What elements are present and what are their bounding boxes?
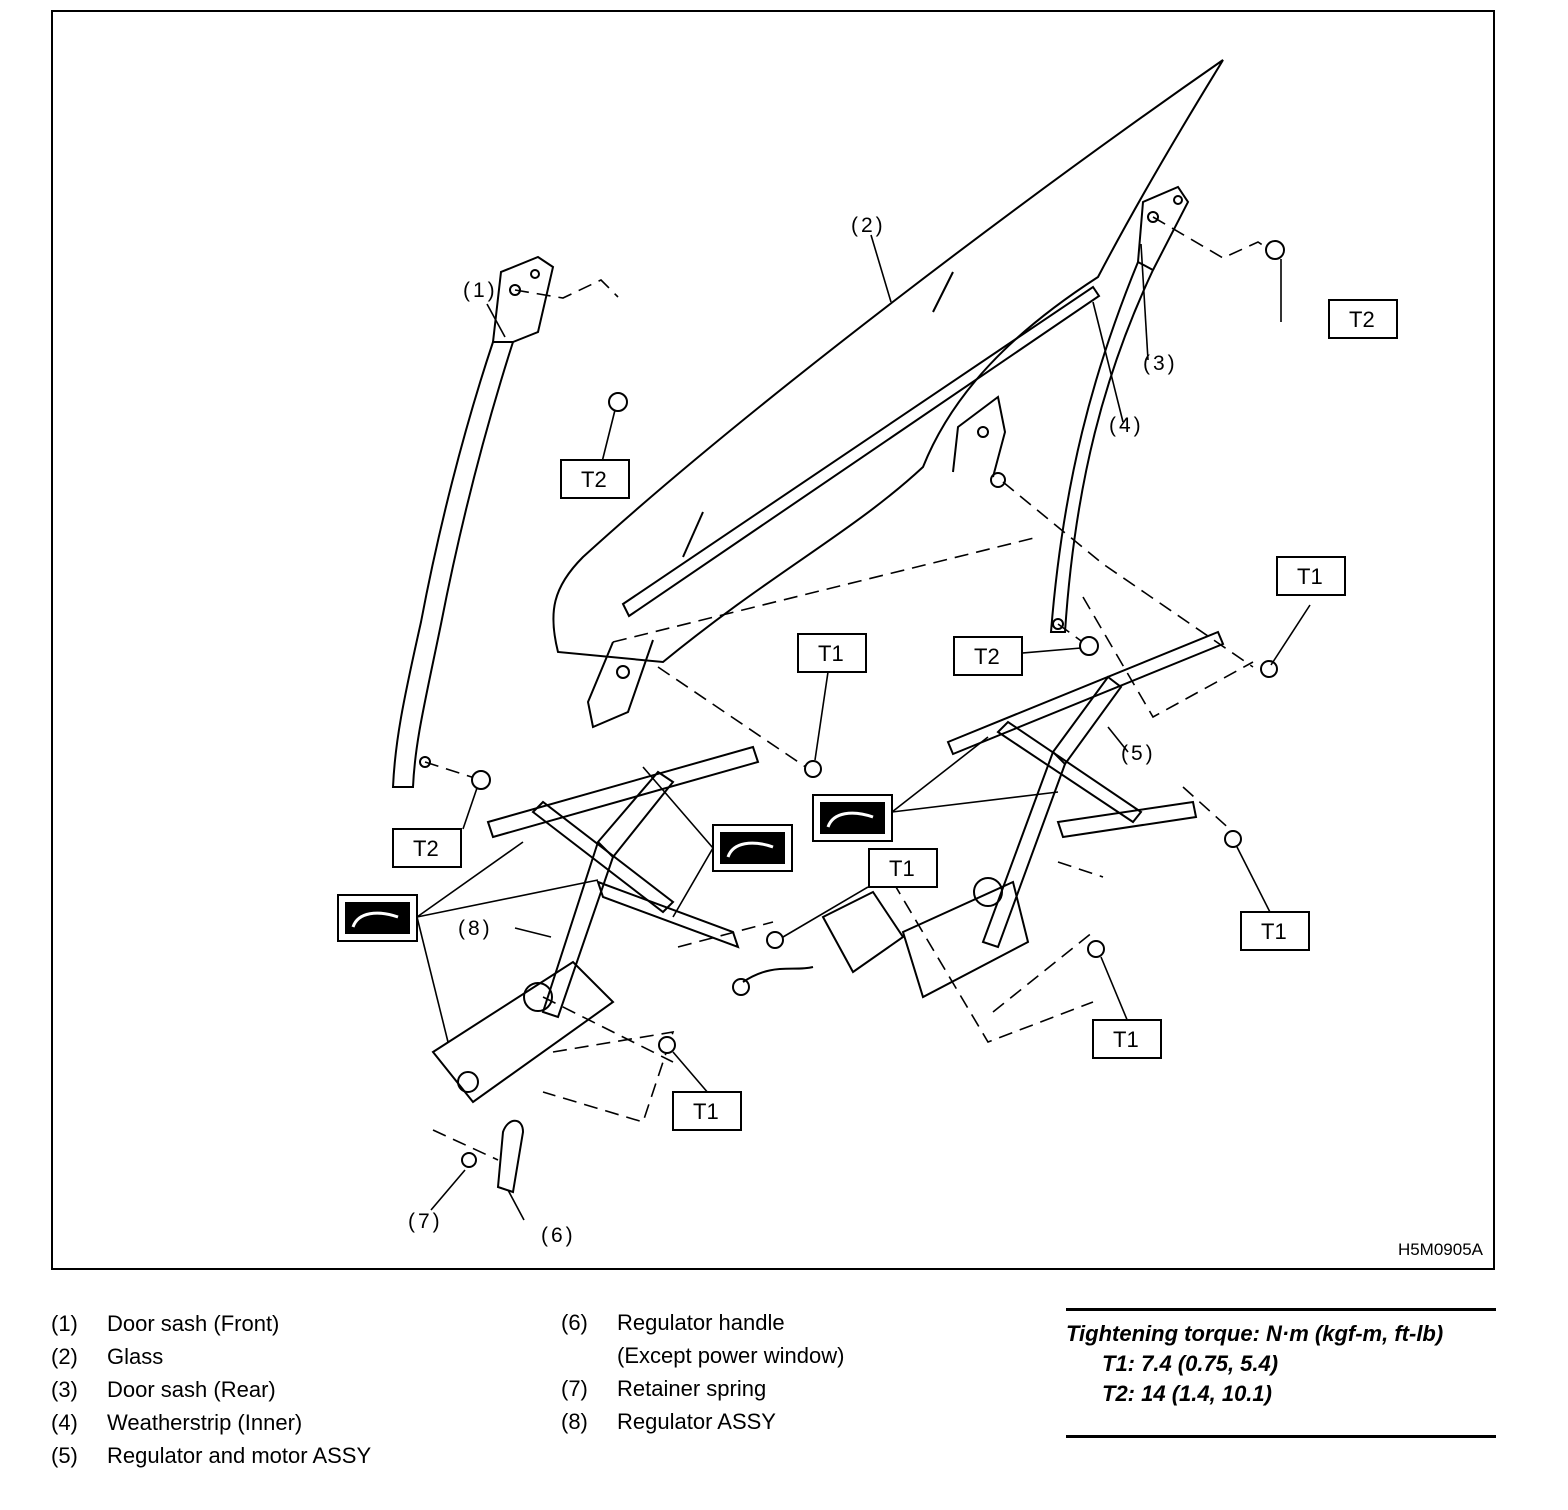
nut-t2-rear-lower	[1079, 636, 1099, 656]
torque-tag-t1: T1	[818, 641, 844, 666]
callout-4: (4)	[1109, 414, 1144, 437]
legend-item: (4)Weatherstrip (Inner)	[51, 1410, 303, 1435]
bolt-t1-regulator	[658, 1036, 676, 1054]
torque-t1: T1: 7.4 (0.75, 5.4)	[1102, 1351, 1279, 1376]
torque-tag-t2: T2	[581, 467, 607, 492]
legend-item: (Except power window)	[617, 1343, 845, 1368]
bolt-t1-motor	[1087, 940, 1105, 958]
legend-item: (1)Door sash (Front)	[51, 1311, 280, 1336]
callout-5: (5)	[1121, 742, 1156, 765]
exploded-view-figure: (1) (2) (3) (4) (5) (8) (7) (6) T2 T2 T2…	[51, 10, 1495, 1270]
nut-t2-front-lower	[471, 770, 491, 790]
grease-icons	[337, 794, 893, 942]
legend-left: (1)Door sash (Front) (2)Glass (3)Door sa…	[51, 1307, 371, 1472]
torque-tag-t1: T1	[889, 856, 915, 881]
nut-t1-glass-front	[804, 760, 822, 778]
nut-t2-front-upper	[608, 392, 628, 412]
torque-tag-t1: T1	[1297, 564, 1323, 589]
door-glass	[552, 59, 1224, 664]
rear-door-sash	[1049, 260, 1155, 633]
nut-t1-glass-rear	[1260, 660, 1278, 678]
front-sash-bracket	[492, 255, 555, 343]
drawing-id: H5M0905A	[1397, 1240, 1483, 1259]
torque-t2: T2: 14 (1.4, 10.1)	[1102, 1381, 1272, 1406]
torque-title: Tightening torque: N·m (kgf-m, ft-lb)	[1066, 1321, 1444, 1346]
rear-sash-bracket	[1137, 185, 1190, 271]
torque-tag-t2: T2	[1349, 307, 1375, 332]
grease-icon	[712, 824, 793, 872]
legend-item: (2)Glass	[51, 1344, 164, 1369]
grease-icon	[337, 894, 418, 942]
front-door-sash	[391, 341, 515, 788]
torque-tag-t2: T2	[974, 644, 1000, 669]
window-motor	[821, 890, 905, 974]
callout-6: (6)	[541, 1224, 576, 1247]
torque-tag-t1: T1	[693, 1099, 719, 1124]
tightening-torque-box: Tightening torque: N·m (kgf-m, ft-lb) T1…	[1066, 1308, 1496, 1438]
nut-t1-motor-rail	[1224, 830, 1242, 848]
legend-item: (8)Regulator ASSY	[561, 1409, 776, 1434]
torque-tag-t2: T2	[413, 836, 439, 861]
torque-tag-t1: T1	[1113, 1027, 1139, 1052]
legend-item: (5)Regulator and motor ASSY	[51, 1443, 372, 1468]
torque-tag-t1: T1	[1261, 919, 1287, 944]
nut-t1-regulator	[766, 931, 784, 949]
exploded-view-drawing: (1) (2) (3) (4) (5) (8) (7) (6) T2 T2 T2…	[337, 59, 1398, 1247]
nut-t2-rear-upper	[1265, 240, 1285, 260]
legend-item: (7)Retainer spring	[561, 1376, 767, 1401]
weatherstrip-inner	[621, 285, 1101, 618]
regulator-motor-assy	[946, 630, 1225, 756]
callout-1: (1)	[463, 279, 498, 302]
regulator-assy	[486, 745, 760, 839]
grease-icon	[812, 794, 893, 842]
callout-7: (7)	[408, 1210, 443, 1233]
regulator-handle	[496, 1119, 525, 1194]
callout-8: (8)	[458, 917, 493, 940]
legend-right: (6)Regulator handle (Except power window…	[561, 1306, 844, 1438]
legend-item: (3)Door sash (Rear)	[51, 1377, 276, 1402]
callout-3: (3)	[1143, 352, 1178, 375]
legend-item: (6)Regulator handle	[561, 1310, 785, 1335]
callout-2: (2)	[851, 214, 886, 237]
